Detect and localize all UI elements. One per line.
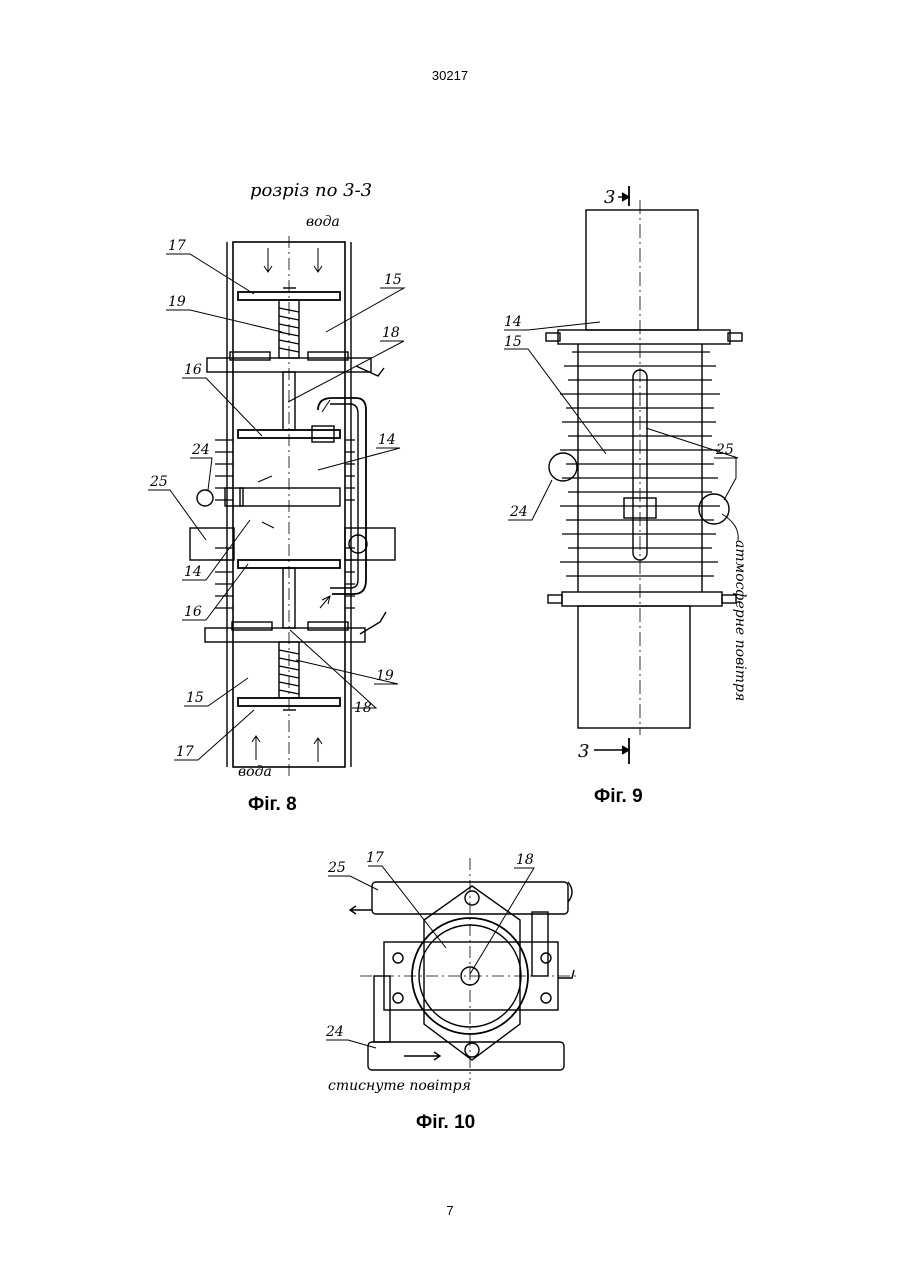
fig10-caption: Фіг. 10 [416,1112,475,1134]
fig8-ref-15b: 15 [186,690,204,706]
fig10-compressed-air: стиснуте повітря [328,1078,471,1094]
fig10-drawing: 25 17 18 24 стиснуте повітря [325,850,580,1094]
fig8-ref-16b: 16 [184,604,202,620]
fig8-ref-25: 25 [149,474,168,490]
fig8-ref-19a: 19 [168,294,186,310]
fig8-ref-16a: 16 [184,362,202,378]
fig9-ref-14: 14 [504,314,522,330]
fig8-caption: Фіг. 8 [248,794,297,816]
fig8-ref-14b: 14 [184,564,202,580]
fig8-ref-17a: 17 [168,238,186,254]
fig8-ref-14a: 14 [378,432,396,448]
fig9-ref-25: 25 [715,442,734,458]
fig8-ref-17b: 17 [176,744,194,760]
fig8-ref-18a: 18 [382,325,400,341]
fig10-ref-24: 24 [325,1024,344,1040]
fig8-drawing: розріз по 3-3 вода [148,180,404,780]
fig8-water-bottom: вода [238,764,272,780]
fig9-caption: Фіг. 9 [594,786,643,808]
fig10-ref-17: 17 [366,850,384,866]
fig8-ref-24: 24 [191,442,210,458]
fig9-section-bottom: 3 [578,741,589,762]
page-number: 7 [0,1203,900,1218]
fig8-water-top: вода [306,214,340,230]
fig8-section-label: розріз по 3-3 [250,180,372,201]
fig9-ref-15: 15 [504,334,522,350]
fig10-ref-18: 18 [516,852,534,868]
fig10-ref-25: 25 [327,860,346,876]
fig9-section-top: 3 [604,187,615,208]
fig9-ref-24: 24 [509,504,528,520]
fig8-ref-19b: 19 [376,668,394,684]
fig8-ref-15a: 15 [384,272,402,288]
fig9-atmospheric-air-note: атмосферне повітря [732,540,748,701]
fig8-ref-18b: 18 [354,700,372,716]
fig9-drawing: 3 3 [504,186,748,764]
